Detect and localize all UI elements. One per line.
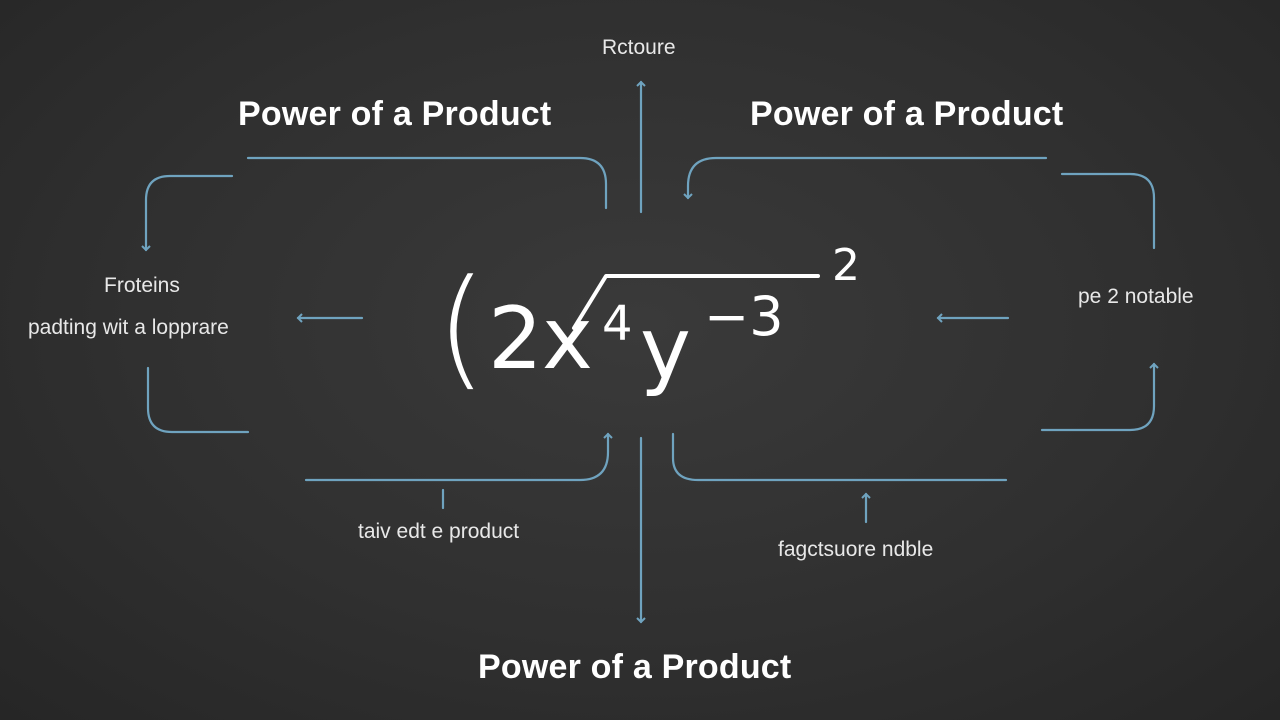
left-down-arrow — [141, 174, 234, 252]
label-top: Rctoure — [602, 36, 676, 59]
right-upper-bracket — [1060, 172, 1156, 250]
expression-radical-line — [572, 274, 820, 330]
title-top-left: Power of a Product — [238, 95, 552, 133]
expression-open-paren: ( — [436, 251, 487, 403]
bottom-right-bracket — [671, 432, 1008, 482]
label-right: pe 2 notable — [1078, 285, 1194, 308]
expression-base-x: x — [542, 289, 593, 389]
top-right-bracket — [683, 156, 1048, 200]
label-bottom-left: taiv edt e product — [358, 520, 520, 543]
left-lower-bracket — [146, 366, 250, 434]
label-left-line1: Froteins — [104, 274, 180, 297]
expression-y-exponent: −3 — [704, 285, 784, 348]
expression-outer-exponent: 2 — [832, 240, 860, 291]
expression-x-exponent: 4 — [602, 296, 633, 352]
expression-base-y: y — [640, 299, 691, 399]
expression-coefficient: 2 — [488, 289, 543, 389]
title-bottom: Power of a Product — [478, 648, 792, 686]
top-left-bracket — [246, 156, 608, 210]
label-bottom-right: fagctsuore ndble — [778, 538, 934, 561]
bottom-left-bracket — [304, 432, 613, 482]
right-up-arrow — [1040, 362, 1159, 432]
label-left-line2: padting wit a lopprare — [28, 316, 229, 339]
title-top-right: Power of a Product — [750, 95, 1064, 133]
